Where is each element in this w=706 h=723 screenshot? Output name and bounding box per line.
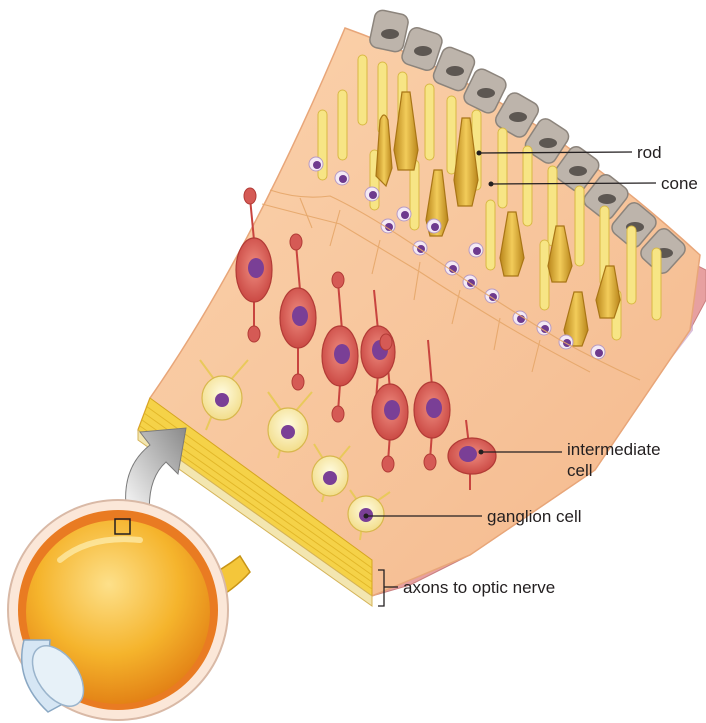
ganglion-cell-label: ganglion cell: [487, 507, 582, 526]
cone-label: cone: [661, 174, 698, 193]
eyeball: [8, 500, 250, 720]
intermediate-cell-label-line1: intermediate: [567, 440, 661, 459]
axons-label: axons to optic nerve: [403, 578, 555, 597]
rod-label: rod: [637, 143, 662, 162]
intermediate-cell-label-line2: cell: [567, 461, 593, 480]
